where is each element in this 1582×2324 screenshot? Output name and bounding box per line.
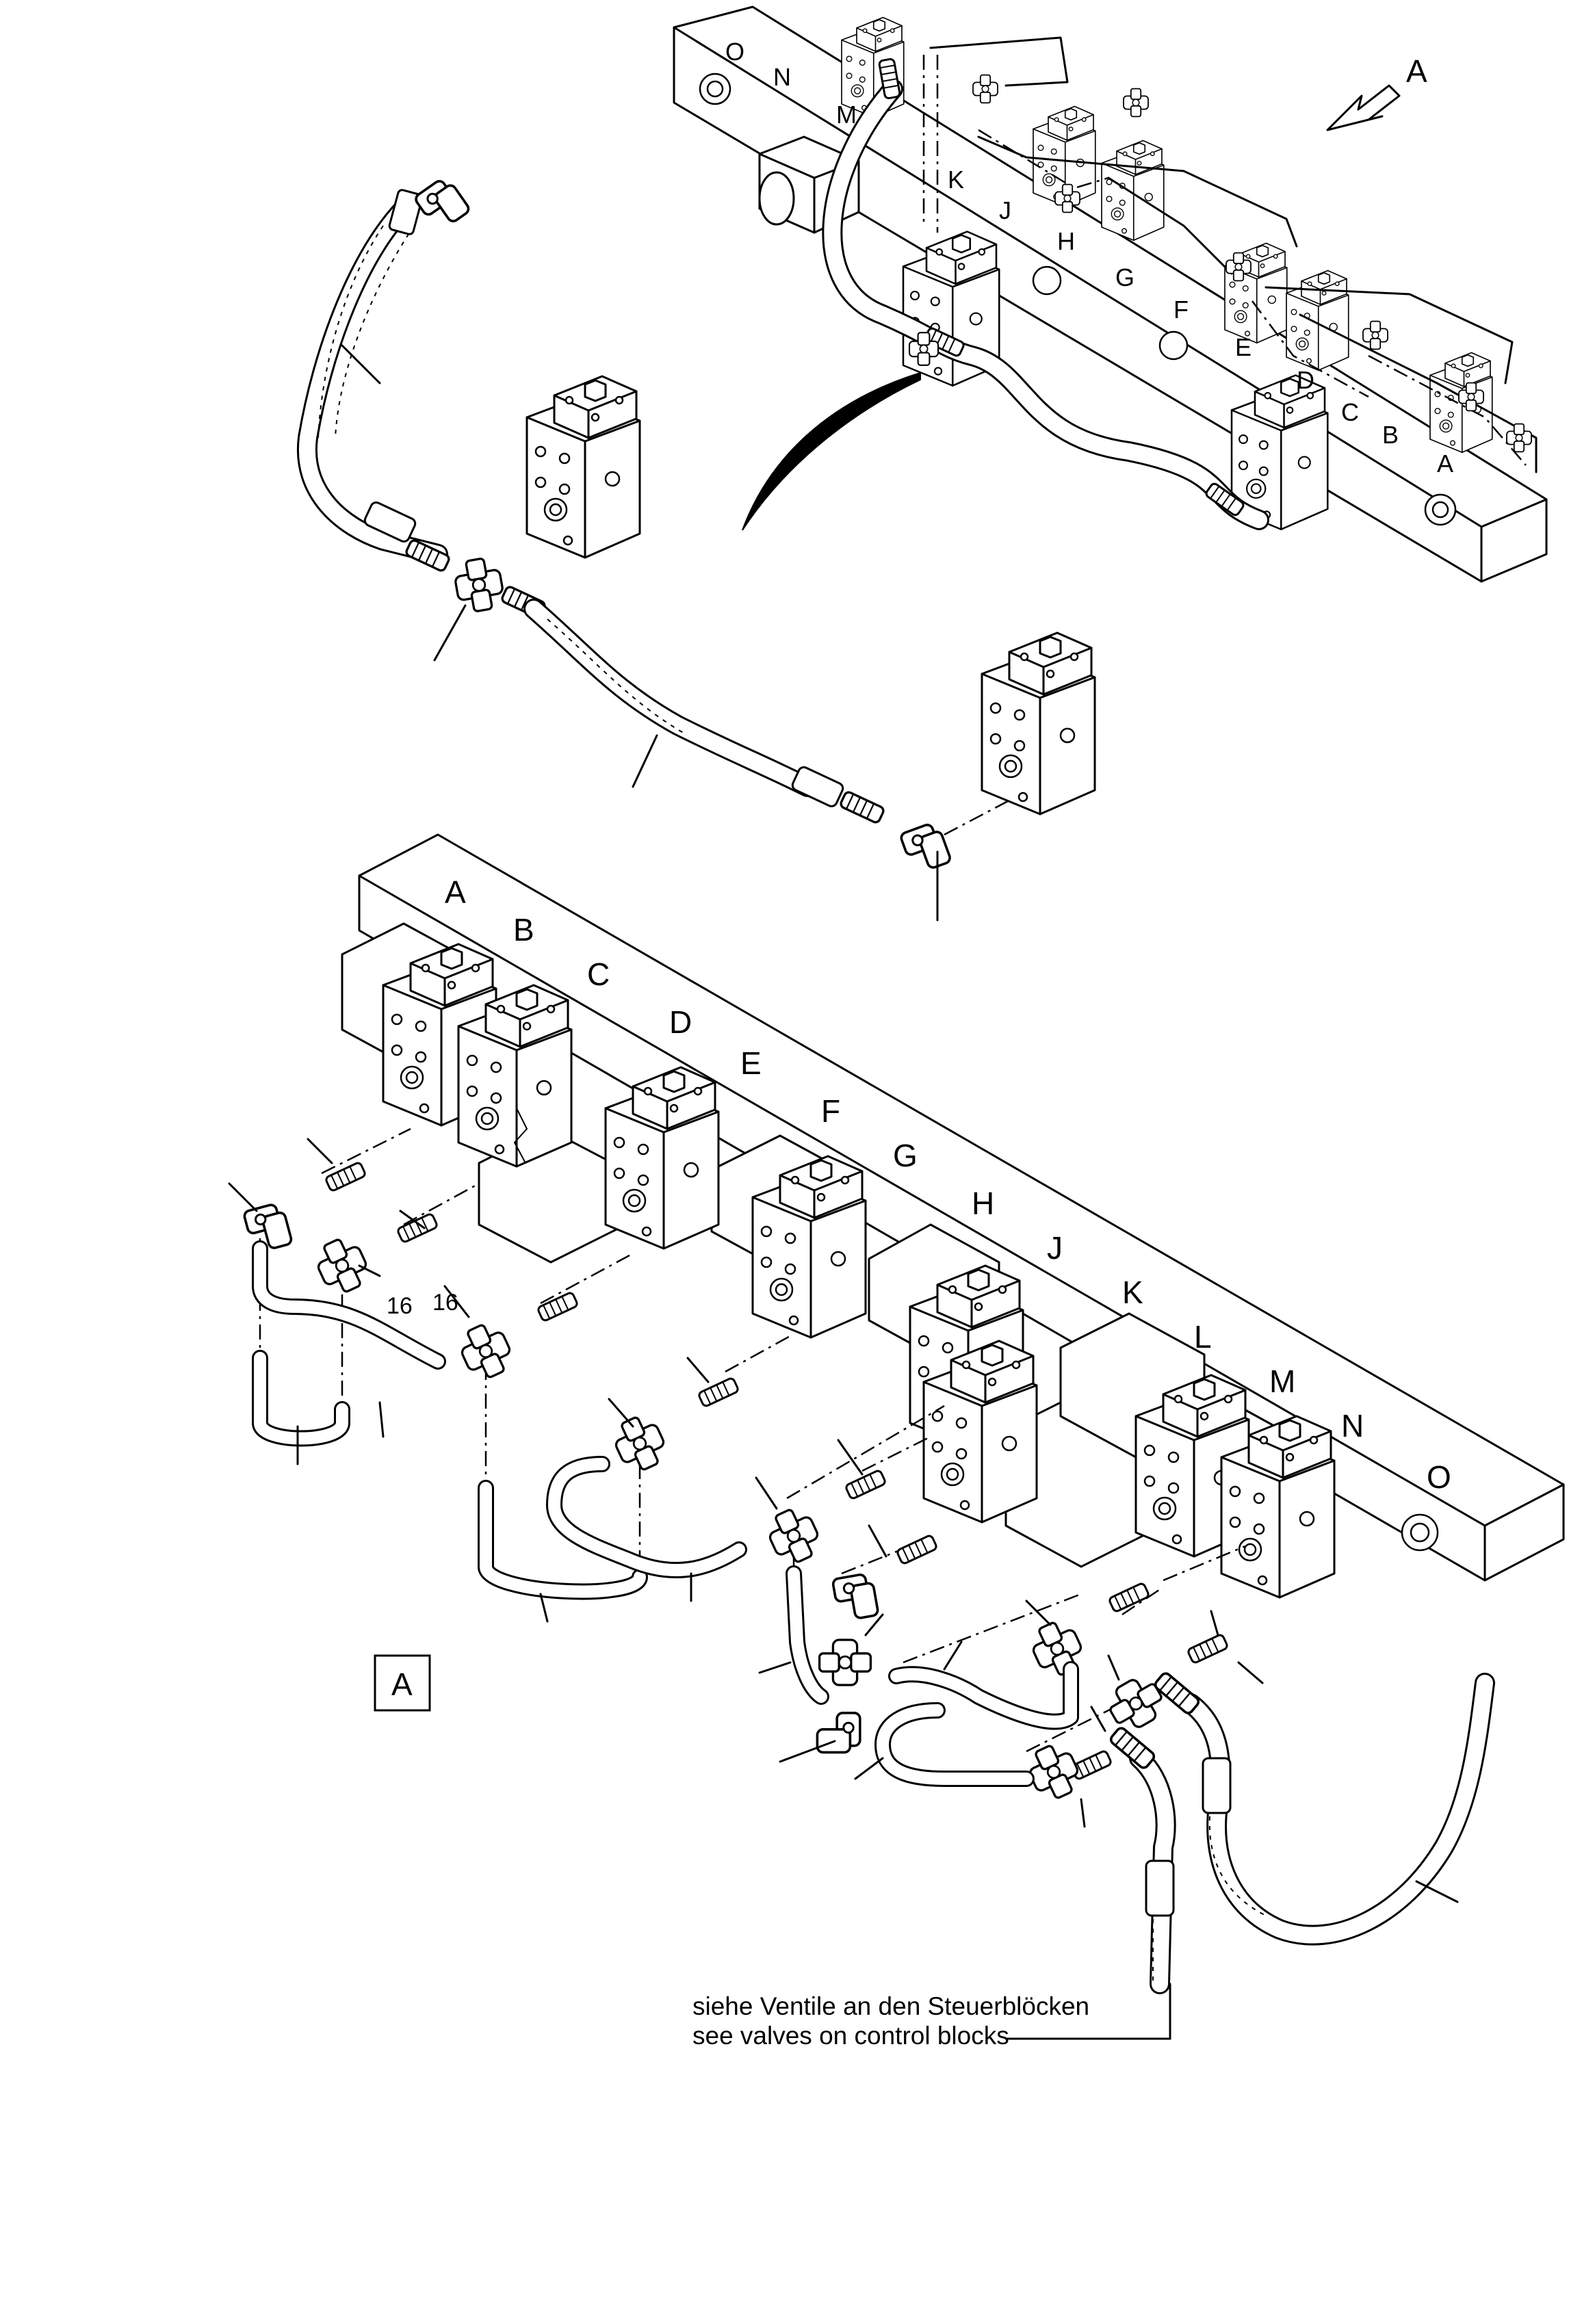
top-letter-f: F [1173,296,1189,324]
main-manifold-view [228,833,1565,2040]
main-letter-d: D [669,1004,692,1040]
hose-detail-view [296,174,1096,922]
top-letter-c: C [1341,398,1359,426]
top-letter-o: O [725,38,744,66]
item-number-16-left: 16 [387,1293,413,1319]
main-letter-f: F [821,1093,840,1129]
top-letter-e: E [1235,333,1252,361]
main-letter-m: M [1269,1363,1295,1399]
main-letter-g: G [893,1138,918,1173]
top-letter-k: K [948,166,964,194]
main-letter-h: H [972,1186,994,1221]
top-letter-g: G [1115,263,1134,291]
main-letter-j: J [1047,1230,1063,1266]
view-arrow [1326,84,1401,131]
top-iso-view: O N M K J H G F E D C B A A [673,5,1548,583]
main-letter-e: E [740,1045,762,1081]
view-arrow-label: A [1406,53,1427,89]
main-letter-n: N [1341,1408,1364,1444]
main-letter-l: L [1194,1319,1212,1355]
note-line-german: siehe Ventile an den Steuerblöcken [692,1992,1089,2020]
top-letter-a: A [1437,449,1453,478]
top-letter-h: H [1057,227,1075,255]
top-letter-n: N [773,63,791,91]
main-letter-b: B [513,912,534,948]
main-letter-k: K [1122,1275,1143,1310]
top-letter-b: B [1382,421,1399,449]
top-letter-j: J [999,196,1011,224]
note-line-english: see valves on control blocks [692,2022,1009,2050]
view-box-label: A [391,1667,413,1702]
top-letter-m: M [836,101,857,129]
top-letter-d: D [1297,366,1314,394]
main-letter-a: A [445,874,466,910]
view-box-frame [374,1654,431,1712]
main-letter-c: C [587,956,610,992]
main-letter-o: O [1427,1459,1451,1495]
item-number-16-right: 16 [432,1290,458,1316]
